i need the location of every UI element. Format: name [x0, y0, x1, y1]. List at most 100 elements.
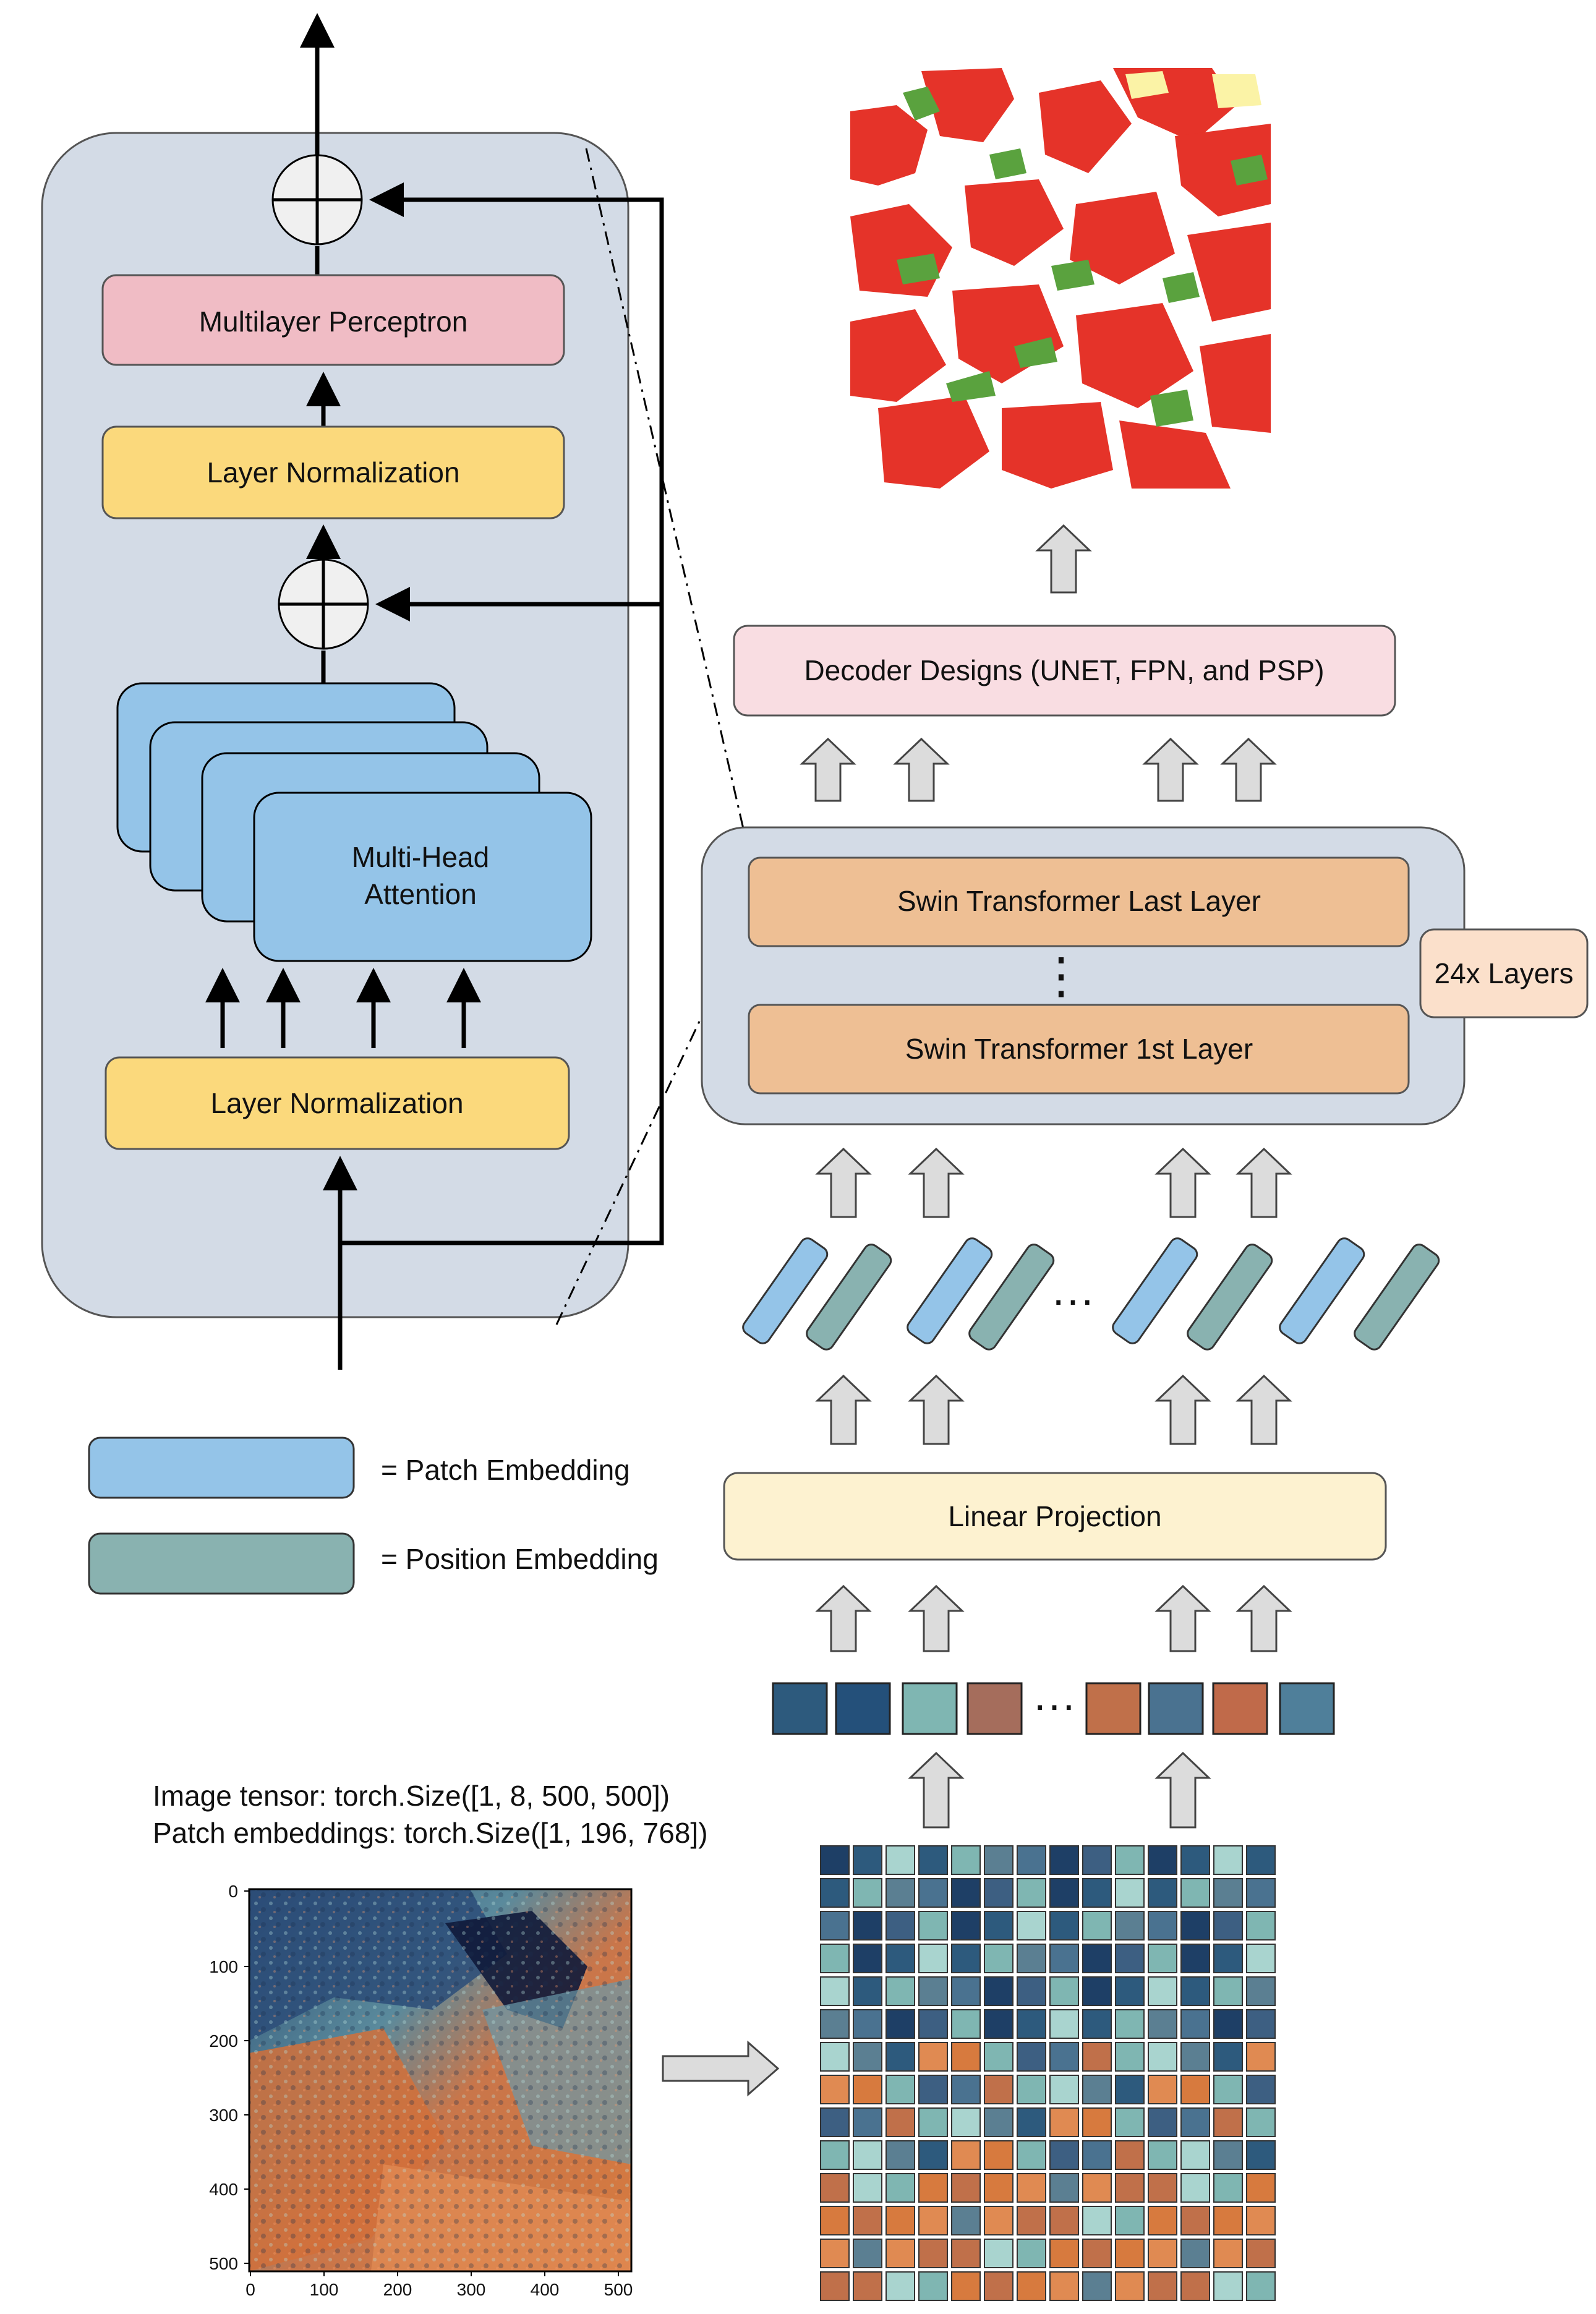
grid-patch — [918, 1944, 948, 1973]
grid-patch — [853, 1944, 882, 1973]
grid-patch — [951, 2140, 981, 2170]
grid-patch — [1049, 1944, 1079, 1973]
grid-patch — [885, 2140, 915, 2170]
grid-patch — [1246, 2206, 1276, 2235]
grid-patch — [918, 1878, 948, 1908]
swin-last-box — [748, 856, 1410, 947]
legend-patch-swatch — [88, 1437, 355, 1499]
grid-patch — [1213, 1944, 1243, 1973]
residual-add-middle — [278, 558, 369, 650]
grid-patch — [1148, 2173, 1177, 2203]
grid-patch — [984, 2009, 1014, 2039]
grid-patch — [853, 2009, 882, 2039]
grid-patch — [1148, 2271, 1177, 2301]
y-tick-label: 400 — [209, 2180, 238, 2199]
grid-patch — [1148, 2042, 1177, 2072]
grid-patch — [918, 2239, 948, 2268]
legend: = Patch Embedding = Position Embedding — [88, 1437, 659, 1595]
grid-patch — [1180, 2140, 1210, 2170]
position-token — [1187, 1244, 1273, 1351]
grid-patch — [885, 1911, 915, 1940]
block-arrow-decoder-to-output — [1035, 524, 1092, 594]
patch-thumbnails: ··· — [772, 1680, 1335, 1735]
grid-patch — [951, 2042, 981, 2072]
grid-patch — [1082, 1976, 1112, 2006]
patch-token — [907, 1237, 993, 1344]
grid-patch — [1180, 2271, 1210, 2301]
grid-patch — [1213, 1878, 1243, 1908]
grid-patch — [885, 2107, 915, 2137]
grid-patch — [984, 1878, 1014, 1908]
legend-position-swatch — [88, 1532, 355, 1595]
grid-patch — [885, 2009, 915, 2039]
grid-patch — [1115, 2173, 1145, 2203]
grid-patch — [820, 1976, 850, 2006]
grid-patch — [1148, 2206, 1177, 2235]
grid-patch — [1180, 1976, 1210, 2006]
grid-patch — [1049, 2140, 1079, 2170]
y-tick-label: 100 — [209, 1957, 238, 1976]
grid-patch — [1115, 2271, 1145, 2301]
grid-patch — [1213, 2140, 1243, 2170]
block-arrows-swin-to-decoder — [800, 737, 1277, 802]
x-tick-labels: 0 100 200 300 400 500 — [245, 2280, 633, 2299]
position-token — [806, 1244, 892, 1351]
x-tick-label: 500 — [604, 2280, 633, 2299]
grid-patch — [1082, 2239, 1112, 2268]
grid-patch — [885, 1944, 915, 1973]
block-arrows-linear-to-embed — [815, 1374, 1292, 1445]
grid-patch — [1246, 1878, 1276, 1908]
y-tick-labels: 0 100 200 300 400 500 — [209, 1882, 238, 2273]
x-tick-label: 200 — [383, 2280, 412, 2299]
grid-patch — [885, 2042, 915, 2072]
y-tick-label: 200 — [209, 2031, 238, 2051]
linear-projection-label: Linear Projection — [948, 1500, 1161, 1532]
grid-patch — [918, 2075, 948, 2104]
x-tick-label: 400 — [531, 2280, 560, 2299]
grid-patch — [853, 2173, 882, 2203]
grid-patch — [885, 2173, 915, 2203]
grid-patch — [1017, 2107, 1046, 2137]
layer-norm-top-box — [101, 425, 565, 519]
grid-patch — [820, 2042, 850, 2072]
grid-patch — [1213, 2173, 1243, 2203]
grid-patch — [1148, 2075, 1177, 2104]
grid-patch — [918, 1845, 948, 1875]
satellite-image — [249, 1889, 631, 2271]
patch-thumbnail — [772, 1682, 828, 1735]
grid-patch — [1049, 2271, 1079, 2301]
grid-patch — [1246, 1845, 1276, 1875]
grid-patch — [1082, 1911, 1112, 1940]
grid-patch — [951, 2239, 981, 2268]
patch-ellipsis: ··· — [1033, 1680, 1076, 1728]
grid-patch — [1049, 2009, 1079, 2039]
patch-thumbnail — [967, 1682, 1023, 1735]
block-arrows-grid-to-patches — [908, 1751, 1211, 1829]
y-tick-label: 0 — [228, 1882, 238, 1901]
embedding-tokens: ··· — [742, 1237, 1440, 1351]
grid-patch — [1017, 2042, 1046, 2072]
grid-patch — [820, 1911, 850, 1940]
mlp-box — [101, 274, 565, 366]
y-tick-label: 500 — [209, 2254, 238, 2273]
grid-patch — [885, 2239, 915, 2268]
grid-patch — [1115, 2107, 1145, 2137]
grid-patch — [1180, 2206, 1210, 2235]
y-axis — [244, 1890, 249, 2264]
multi-head-attention: Multi-Head Attention — [116, 682, 592, 962]
grid-patch — [1180, 2107, 1210, 2137]
grid-patch — [1049, 2075, 1079, 2104]
grid-patch — [885, 2206, 915, 2235]
grid-patch — [1115, 1845, 1145, 1875]
grid-patch — [1148, 2239, 1177, 2268]
grid-patch — [820, 1878, 850, 1908]
swin-first-label: Swin Transformer 1st Layer — [905, 1033, 1253, 1065]
decoder-label: Decoder Designs (UNET, FPN, and PSP) — [804, 654, 1324, 686]
grid-patch — [918, 2173, 948, 2203]
satellite-frame — [248, 1888, 633, 2273]
grid-patch — [853, 1976, 882, 2006]
x-tick-label: 300 — [457, 2280, 486, 2299]
patch-caption: Patch embeddings: torch.Size([1, 196, 76… — [153, 1817, 708, 1849]
patch-grid — [820, 1845, 1276, 2301]
